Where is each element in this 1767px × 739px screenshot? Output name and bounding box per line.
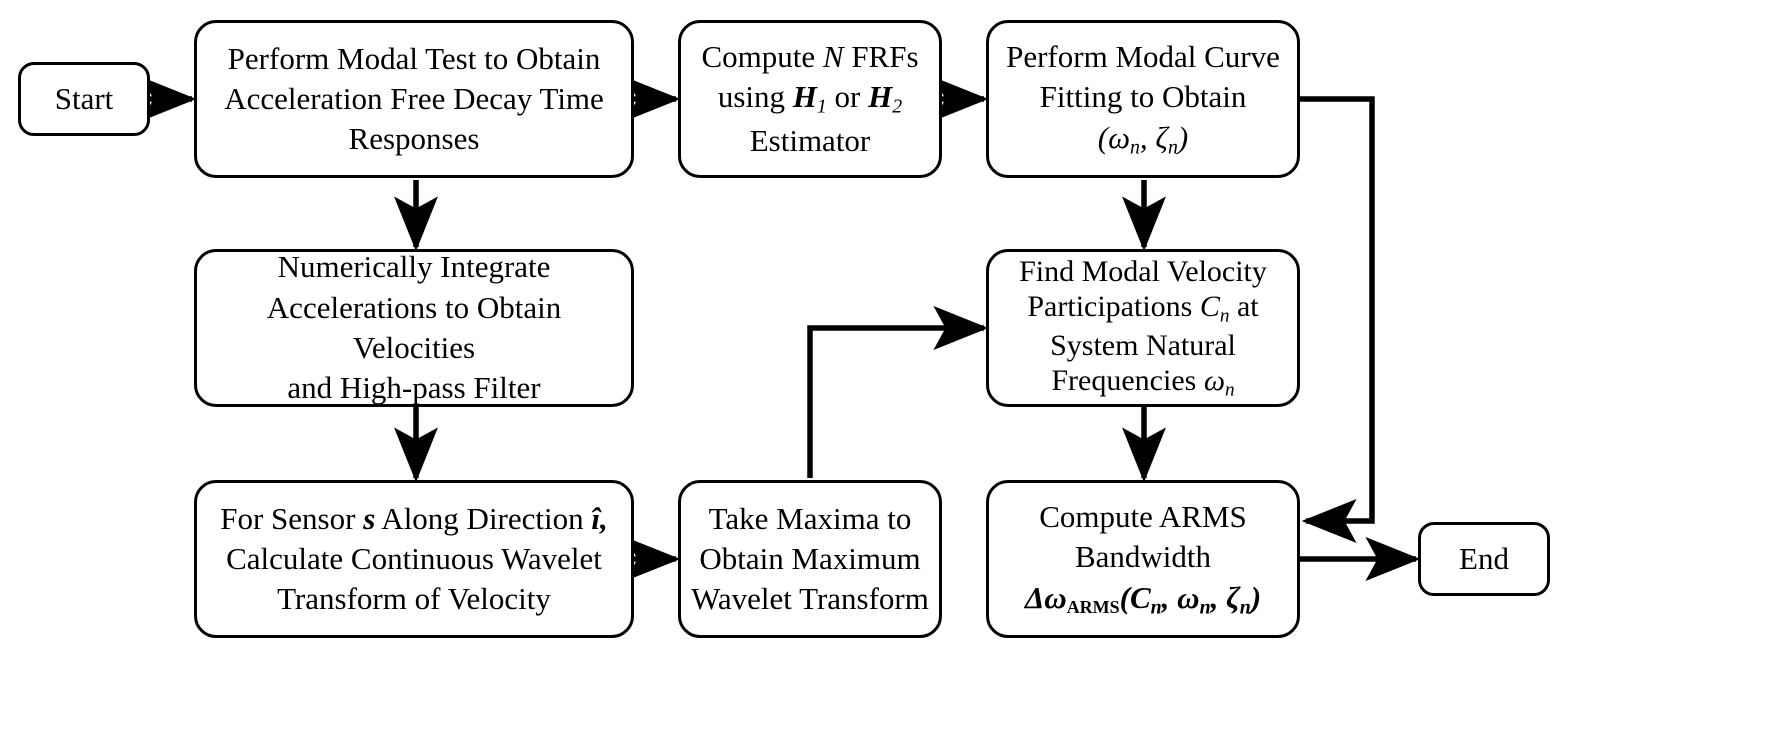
participations-line-3: System Natural [1050,329,1236,362]
participations-omega-symbol: ω [1203,364,1226,398]
compute-frfs-h2-symbol: H [868,79,893,115]
node-perform-modal-test[interactable]: Perform Modal Test to Obtain Acceleratio… [194,20,634,178]
node-compute-frfs-label: Compute N FRFs using H1 or H2 Estimator [691,35,928,163]
node-wavelet-transform-label: For Sensor s Along Direction î, Calculat… [210,497,618,622]
node-end-label: End [1459,540,1509,576]
modal-test-line-3: Responses [348,121,480,157]
compute-frfs-h2-sub: 2 [892,95,903,118]
modal-test-line-2: Acceleration Free Decay Time [224,80,604,116]
participations-c-symbol: C [1199,289,1220,323]
maxima-line-1: Take Maxima to [708,500,912,536]
node-numerically-integrate-label: Numerically Integrate Accelerations to O… [197,245,631,410]
arms-formula-sub: ARMS [1066,596,1120,617]
maxima-line-3: Wavelet Transform [691,581,929,617]
node-find-participations-label: Find Modal Velocity Participations Cn at… [1009,252,1277,405]
participations-omega-sub: n [1225,379,1235,401]
node-perform-modal-test-label: Perform Modal Test to Obtain Acceleratio… [214,37,614,162]
participations-line2-a: Participations [1027,289,1200,323]
integrate-line-3: and High-pass Filter [287,370,541,406]
wavelet-line1-c: Along Direction [375,500,592,536]
arms-line-2: Bandwidth [1074,539,1212,575]
arms-formula: ΔωARMS(Cn, ωn, ζn) [1024,579,1262,619]
node-modal-curve-fitting[interactable]: Perform Modal Curve Fitting to Obtain (ω… [986,20,1300,178]
compute-frfs-line1-a: Compute [701,39,823,75]
participations-line4-a: Frequencies [1051,364,1204,398]
wavelet-line1-a: For Sensor [220,500,364,536]
curve-fitting-line-1: Perform Modal Curve [1006,39,1280,75]
node-find-modal-velocity-participations[interactable]: Find Modal Velocity Participations Cn at… [986,249,1300,407]
node-compute-arms-bandwidth[interactable]: Compute ARMS Bandwidth ΔωARMS(Cn, ωn, ζn… [986,480,1300,638]
compute-frfs-line2-c: or [826,79,869,115]
edge-curve-fitting-to-arms [1300,96,1375,543]
node-take-maxima-label: Take Maxima to Obtain Maximum Wavelet Tr… [681,497,939,622]
node-wavelet-transform[interactable]: For Sensor s Along Direction î, Calculat… [194,480,634,638]
wavelet-sensor-symbol: s [363,500,376,536]
compute-frfs-h1-symbol: H [792,79,817,115]
node-take-maxima[interactable]: Take Maxima to Obtain Maximum Wavelet Tr… [678,480,942,638]
integrate-line-2: Accelerations to Obtain Velocities [266,289,562,365]
compute-frfs-h1-sub: 1 [816,95,827,118]
node-compute-frfs[interactable]: Compute N FRFs using H1 or H2 Estimator [678,20,942,178]
arms-line-1: Compute ARMS [1039,499,1247,535]
participations-line-1: Find Modal Velocity [1019,254,1267,288]
node-start[interactable]: Start [18,62,150,136]
edge-maxima-to-find-participations [807,306,989,478]
wavelet-line-2: Calculate Continuous Wavelet [226,540,602,576]
wavelet-line-3: Transform of Velocity [277,581,551,617]
participations-line2-c: at [1229,289,1259,323]
node-start-label: Start [54,80,114,116]
compute-frfs-n-symbol: N [822,39,844,75]
modal-test-line-1: Perform Modal Test to Obtain [227,40,601,76]
maxima-line-2: Obtain Maximum [699,540,921,576]
compute-frfs-line-3: Estimator [749,122,871,158]
node-numerically-integrate[interactable]: Numerically Integrate Accelerations to O… [194,249,634,407]
wavelet-direction-symbol: î, [591,500,608,536]
curve-fitting-line-2: Fitting to Obtain [1039,79,1247,115]
curve-fitting-formula: (ωn, ζn) [1097,119,1189,159]
node-end[interactable]: End [1418,522,1550,596]
node-compute-arms-label: Compute ARMS Bandwidth ΔωARMS(Cn, ωn, ζn… [1015,495,1271,623]
node-modal-curve-fitting-label: Perform Modal Curve Fitting to Obtain (ω… [996,35,1290,163]
compute-frfs-line1-c: FRFs [843,39,919,75]
participations-c-sub: n [1219,305,1230,327]
compute-frfs-line2-a: using [717,79,793,115]
integrate-line-1: Numerically Integrate [277,249,551,285]
